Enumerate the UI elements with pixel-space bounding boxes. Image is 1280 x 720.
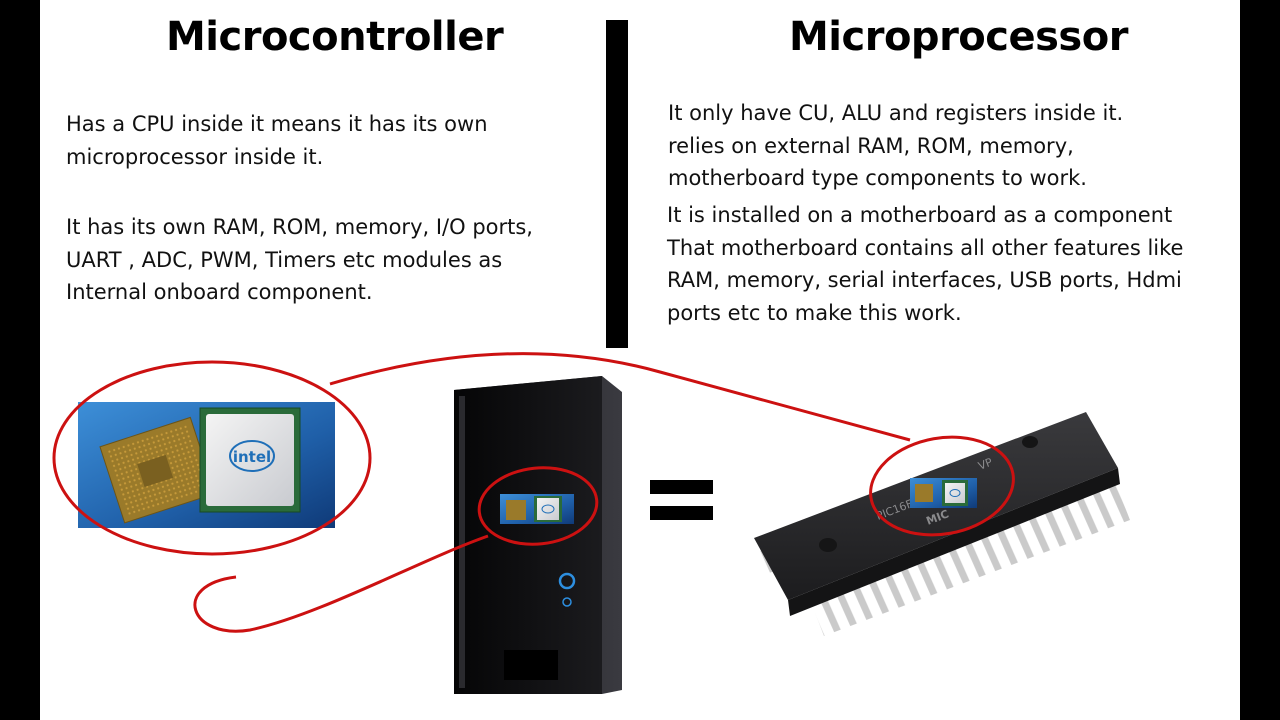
equals-icon-bar bbox=[650, 506, 713, 520]
cpu-highlight-ring bbox=[52, 360, 372, 556]
computer-tower bbox=[454, 376, 622, 694]
connector-bottom bbox=[193, 534, 489, 633]
cpu-photo: intel bbox=[78, 402, 335, 528]
chip-marking-3: VP bbox=[976, 455, 994, 472]
connector-top bbox=[329, 352, 911, 442]
microcontroller-heading: Microcontroller bbox=[166, 14, 504, 60]
vertical-divider bbox=[606, 20, 628, 348]
highlight-rings bbox=[52, 352, 1015, 633]
chip-highlight-ring bbox=[869, 435, 1015, 537]
slide: Microcontroller Microprocessor Has a CPU… bbox=[40, 0, 1240, 720]
intel-logo: intel bbox=[229, 440, 275, 472]
illustration-layer: intel bbox=[52, 352, 1130, 694]
microprocessor-paragraph-1: It only have CU, ALU and registers insid… bbox=[668, 101, 1124, 190]
microcontroller-paragraph-1: Has a CPU inside it means it has its own… bbox=[66, 112, 488, 169]
microcontroller-paragraph-2: It has its own RAM, ROM, memory, I/O por… bbox=[66, 215, 533, 304]
power-button-icon bbox=[558, 572, 576, 590]
equals-icon bbox=[650, 480, 713, 494]
microprocessor-heading: Microprocessor bbox=[789, 14, 1128, 60]
intel-logo-text: intel bbox=[233, 448, 271, 466]
dip-chip: PIC16F MIC VP bbox=[752, 412, 1130, 636]
tower-highlight-ring bbox=[477, 466, 599, 546]
microprocessor-paragraph-2: It is installed on a motherboard as a co… bbox=[667, 203, 1184, 325]
reset-button-icon bbox=[562, 597, 572, 607]
